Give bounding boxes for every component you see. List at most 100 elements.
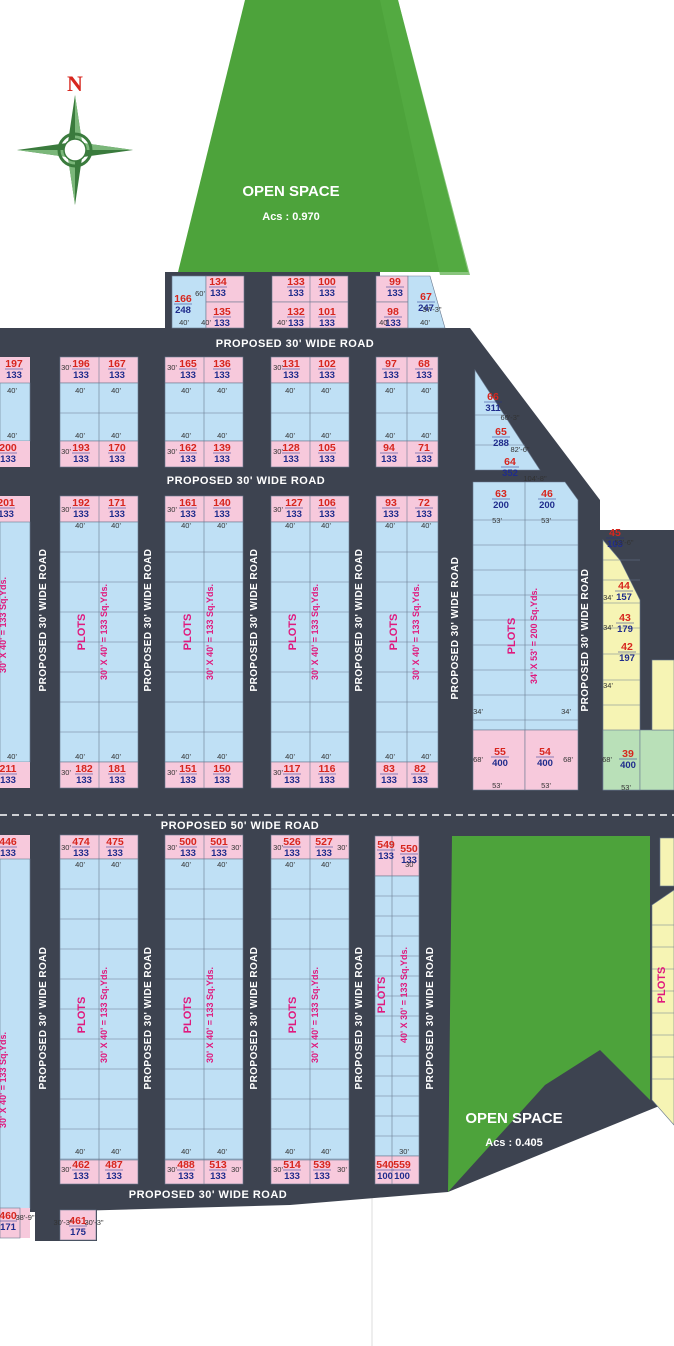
plot-number: 46 — [541, 488, 553, 500]
plot-number: 540 — [376, 1159, 394, 1171]
plot-area: 133 — [180, 848, 196, 859]
plot-number: 127 — [285, 497, 303, 509]
plot-number: 117 — [284, 763, 301, 775]
road-label-vertical: PROPOSED 30' WIDE ROAD — [249, 549, 260, 692]
plot-number: 549 — [377, 839, 395, 851]
plot-block — [375, 356, 439, 468]
plot-number: 64 — [504, 456, 516, 468]
yellow-strip — [602, 539, 674, 1126]
plot-number: 44 — [618, 580, 630, 592]
dimension-label: 30' — [337, 843, 347, 852]
dimension-label: 40' — [75, 860, 85, 869]
dimension-label: 60' — [195, 289, 205, 298]
plot-number: 139 — [213, 442, 231, 454]
plot-number: 475 — [106, 836, 124, 848]
plot-number: 211 — [0, 763, 17, 775]
compass-rose-icon — [17, 95, 133, 205]
dimension-label: 40' — [321, 1147, 331, 1156]
dimension-label: 40' — [421, 752, 431, 761]
plot-number: 171 — [108, 497, 126, 509]
dimension-label: 40' — [217, 521, 227, 530]
dimension-label: 40' — [217, 752, 227, 761]
dimension-label: 40' — [111, 521, 121, 530]
plot-area: 133 — [284, 775, 300, 786]
plot-area: 133 — [401, 855, 417, 866]
dimension-label: 68' — [602, 755, 612, 764]
plot-number: 150 — [213, 763, 231, 775]
road-label-50: PROPOSED 50' WIDE ROAD — [161, 820, 319, 832]
dimension-label: 30' — [61, 768, 71, 777]
plot-area: 133 — [288, 288, 304, 299]
plot-number: 526 — [283, 836, 301, 848]
dimension-label: 68' — [563, 755, 573, 764]
dimension-label: 53' — [492, 516, 502, 525]
plot-block — [59, 356, 139, 468]
plot-area: 133 — [284, 1171, 300, 1182]
dimension-label: 40' — [181, 752, 191, 761]
dimension-label: 40' — [201, 318, 211, 327]
plot-block — [270, 495, 350, 789]
plots-label: PLOTS — [182, 997, 194, 1034]
plot-area: 197 — [619, 653, 635, 664]
dimension-label: 30' — [273, 363, 283, 372]
plots-label: PLOTS — [287, 614, 299, 651]
dimension-label: 40' — [421, 386, 431, 395]
plot-number: 193 — [72, 442, 90, 454]
plot-area: 133 — [416, 370, 432, 381]
plot-number: 161 — [179, 497, 197, 509]
dimension-label: 30' — [61, 363, 71, 372]
plot-number: 539 — [313, 1159, 331, 1171]
dimension-label: 40' — [385, 752, 395, 761]
plot-size-label: 30' X 40' = 133 Sq.Yds. — [205, 967, 215, 1063]
road-label-30-top: PROPOSED 30' WIDE ROAD — [216, 338, 374, 350]
dimension-label: 30' — [273, 1165, 283, 1174]
dimension-label: 30' — [231, 1165, 241, 1174]
open-space-bottom-title: OPEN SPACE — [465, 1110, 562, 1127]
road-label-vertical: PROPOSED 30' WIDE ROAD — [143, 549, 154, 692]
plot-area: 400 — [537, 758, 553, 769]
plot-number: 97 — [385, 358, 397, 370]
dimension-label: 34' — [473, 707, 483, 716]
dimension-label: 30' — [167, 447, 177, 456]
dimension-label: 40' — [217, 431, 227, 440]
plot-area: 100 — [377, 1171, 393, 1182]
plot-number: 550 — [400, 843, 418, 855]
plot-number: 43 — [619, 612, 631, 624]
dimension-label: 40' — [7, 386, 17, 395]
open-space-bottom-acs: Acs : 0.405 — [485, 1137, 542, 1149]
plot-number: 165 — [179, 358, 197, 370]
plot-area: 133 — [288, 318, 304, 329]
dimension-label: 40' — [75, 521, 85, 530]
dimension-label: 40' — [285, 521, 295, 530]
plot-number: 462 — [72, 1159, 90, 1171]
plot-area: 247 — [418, 303, 434, 314]
plot-area: 133 — [0, 848, 16, 859]
plot-area: 133 — [214, 775, 230, 786]
dimension-label: 30' — [273, 447, 283, 456]
